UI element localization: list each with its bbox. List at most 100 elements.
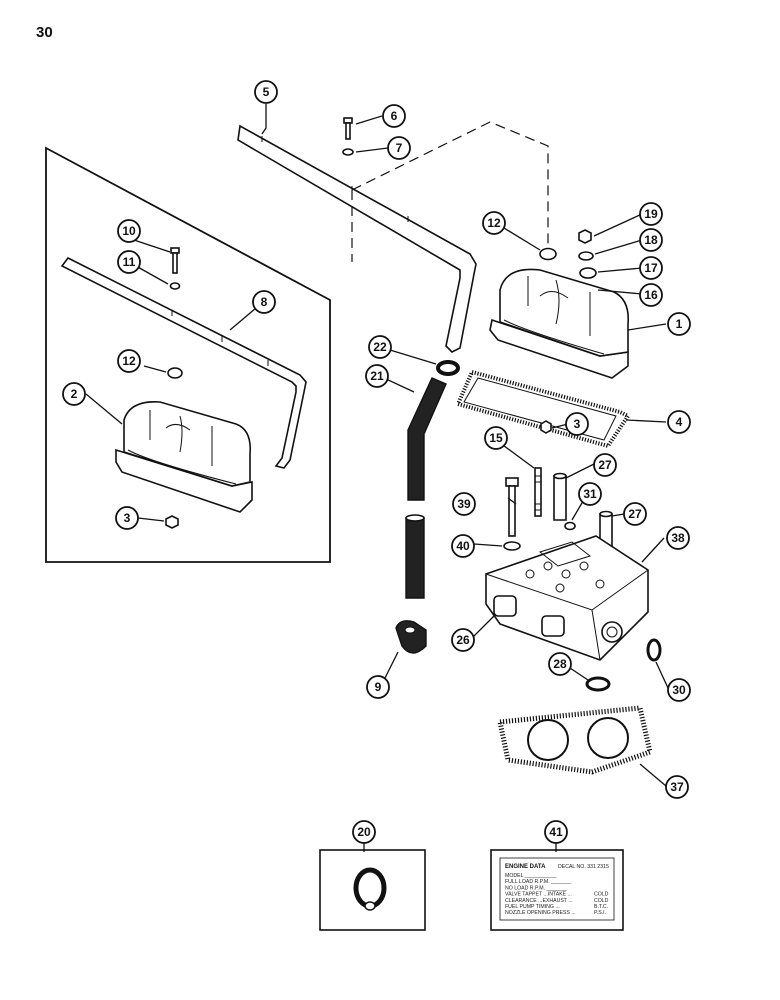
stud-15 [534, 467, 542, 517]
svg-text:12: 12 [122, 354, 136, 368]
bolt [343, 117, 353, 140]
inset-washer [169, 282, 181, 290]
callout-5: 5 [254, 80, 278, 104]
svg-text:27: 27 [628, 507, 642, 521]
svg-text:10: 10 [122, 224, 136, 238]
callout-7: 7 [387, 136, 411, 160]
cylinder-head [485, 535, 649, 661]
decal-line-label: MODEL ___________ [505, 873, 557, 879]
callout-22: 22 [368, 335, 392, 359]
callout-37: 37 [665, 775, 689, 799]
svg-text:3: 3 [574, 417, 581, 431]
callout-41: 41 [544, 820, 568, 844]
decal-line-label: NOZZLE OPENING PRESS ... [505, 910, 576, 916]
svg-text:18: 18 [644, 233, 658, 247]
svg-text:17: 17 [644, 261, 658, 275]
inset-rocker-cover [115, 401, 253, 513]
callout-28: 28 [548, 652, 572, 676]
svg-text:40: 40 [456, 539, 470, 553]
callout-2: 2 [62, 382, 86, 406]
svg-text:21: 21 [370, 369, 384, 383]
head-bolt-39 [505, 477, 519, 537]
breather-tube [237, 124, 477, 353]
alignment-dashed-line [351, 121, 549, 262]
svg-text:3: 3 [124, 511, 131, 525]
callout-26: 26 [451, 628, 475, 652]
decal-line-label: NO LOAD R.P.M. _______ [505, 885, 567, 891]
washer-40 [503, 541, 521, 551]
svg-text:37: 37 [670, 780, 684, 794]
seal-ring-30 [646, 638, 662, 662]
head-gasket [496, 705, 653, 775]
svg-text:1: 1 [676, 317, 683, 331]
callout-4: 4 [667, 410, 691, 434]
hose-clamp [436, 360, 460, 376]
decal-line-unit: P.S.I. [594, 910, 606, 916]
callout-38: 38 [666, 526, 690, 550]
svg-text:26: 26 [456, 633, 470, 647]
svg-text:30: 30 [672, 683, 686, 697]
callout-3-inset: 3 [115, 506, 139, 530]
decal-line-unit: COLD [594, 892, 609, 898]
push-rod-tube-27a [553, 472, 567, 521]
hose-lower [405, 517, 425, 599]
callout-40: 40 [451, 534, 475, 558]
callout-16: 16 [639, 283, 663, 307]
callout-27: 27 [623, 502, 647, 526]
rocker-cover [489, 268, 630, 379]
decal [499, 857, 615, 921]
seal-31 [564, 521, 576, 531]
hose-clip [395, 620, 427, 654]
callout-10: 10 [117, 219, 141, 243]
callout-11: 11 [117, 250, 141, 274]
svg-text:22: 22 [373, 340, 387, 354]
seal-ring-28 [585, 676, 611, 692]
svg-text:41: 41 [549, 825, 563, 839]
hose-upper [407, 377, 447, 501]
svg-text:12: 12 [487, 216, 501, 230]
decal-line-label: VALVE TAPPET ...INTAKE ... [505, 892, 572, 898]
callout-8: 8 [252, 290, 276, 314]
callout-12: 12 [482, 211, 506, 235]
callout-17: 17 [639, 256, 663, 280]
callout-9: 9 [366, 675, 390, 699]
callout-6: 6 [382, 104, 406, 128]
callout-3: 3 [565, 412, 589, 436]
svg-text:7: 7 [396, 141, 403, 155]
washer-18 [578, 251, 594, 261]
nut [539, 247, 557, 261]
svg-text:4: 4 [676, 415, 683, 429]
svg-text:6: 6 [391, 109, 398, 123]
rocker-cover-gasket [455, 369, 631, 449]
callout-31: 31 [578, 482, 602, 506]
svg-text:38: 38 [671, 531, 685, 545]
callout-20: 20 [352, 820, 376, 844]
decal-line-unit: B.T.C. [594, 904, 608, 910]
decal-lines: MODEL ___________FULL LOAD R.P.M. ______… [505, 873, 609, 916]
decal-number: DECAL NO. 331 2315 [558, 864, 609, 870]
svg-text:16: 16 [644, 288, 658, 302]
svg-text:19: 19 [644, 207, 658, 221]
svg-text:15: 15 [489, 431, 503, 445]
callout-19: 19 [639, 202, 663, 226]
nut-19 [578, 229, 592, 244]
svg-text:11: 11 [123, 255, 136, 269]
callout-12-inset: 12 [117, 349, 141, 373]
svg-text:31: 31 [583, 487, 597, 501]
decal-line-label: CLEARANCE ...EXHAUST ... [505, 898, 573, 904]
svg-text:2: 2 [71, 387, 78, 401]
callout-21: 21 [365, 364, 389, 388]
svg-text:39: 39 [457, 497, 471, 511]
callout-30: 30 [667, 678, 691, 702]
inset-panel [45, 146, 331, 563]
inset-breather-tube [60, 256, 307, 469]
callout-39: 39 [452, 492, 476, 516]
inset-bolt [170, 247, 180, 274]
svg-text:5: 5 [263, 85, 270, 99]
callout-15: 15 [484, 426, 508, 450]
decal-line-label: FUEL PUMP TIMING ... [505, 904, 560, 910]
page-number: 30 [36, 24, 53, 41]
ring-part [353, 867, 387, 911]
decal-title: ENGINE DATA [505, 864, 546, 870]
svg-text:28: 28 [553, 657, 567, 671]
